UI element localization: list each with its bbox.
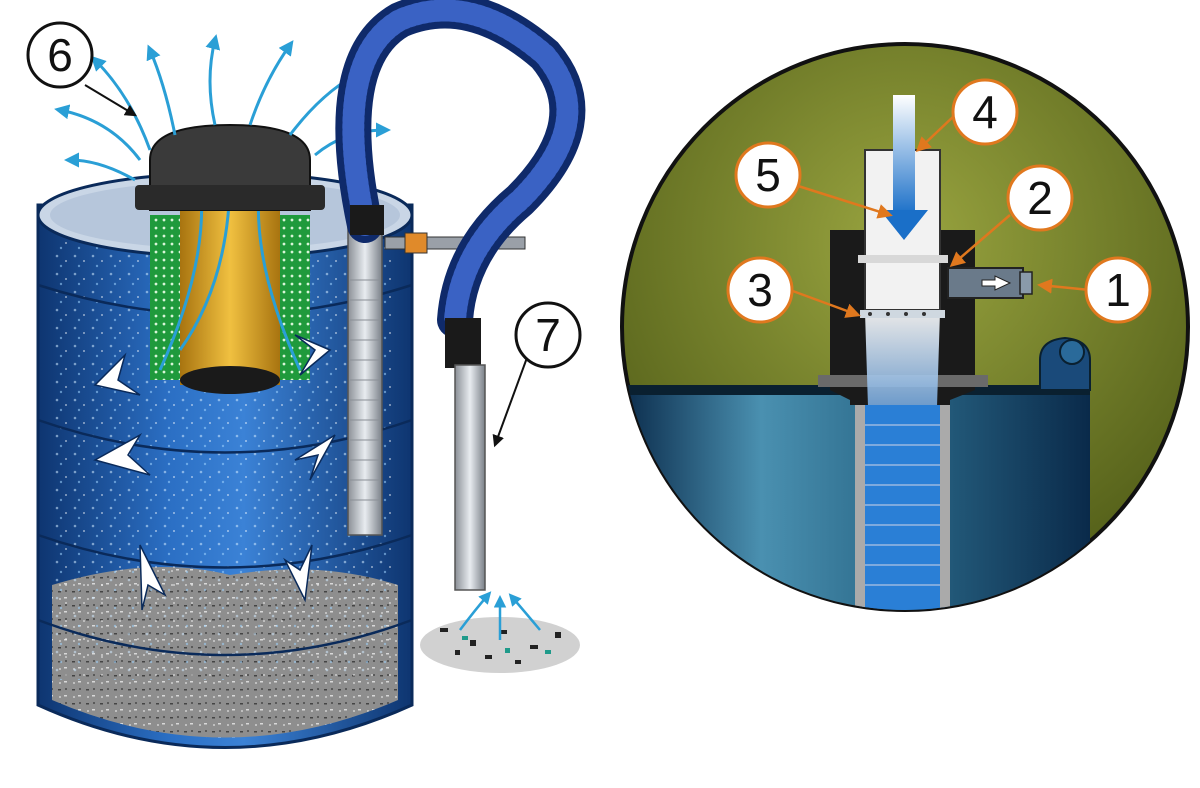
callout-6-label: 6 bbox=[47, 29, 73, 81]
callout-2: 2 bbox=[1006, 164, 1074, 232]
callout-4-label: 4 bbox=[972, 86, 998, 138]
callout-7: 7 bbox=[514, 301, 582, 369]
callout-1: 1 bbox=[1084, 256, 1152, 324]
callout-3-label: 3 bbox=[747, 264, 773, 316]
internal-flow-arrows bbox=[93, 334, 336, 611]
debris-pile bbox=[420, 591, 580, 673]
callout-4: 4 bbox=[951, 78, 1019, 146]
drum-vacuum bbox=[36, 0, 586, 749]
filter-cartridge bbox=[135, 123, 325, 394]
venturi-inset bbox=[620, 42, 1190, 612]
callout-5: 5 bbox=[734, 141, 802, 209]
callout-6: 6 bbox=[26, 21, 94, 89]
callout-leaders bbox=[789, 114, 1091, 318]
callout-2-label: 2 bbox=[1027, 172, 1053, 224]
left-leaders bbox=[84, 84, 529, 448]
callout-3: 3 bbox=[726, 256, 794, 324]
air-direction-arrow bbox=[981, 275, 1012, 291]
suction-wand bbox=[454, 364, 486, 591]
callout-1-label: 1 bbox=[1105, 264, 1131, 316]
callout-5-label: 5 bbox=[755, 149, 781, 201]
callout-7-label: 7 bbox=[535, 309, 561, 361]
